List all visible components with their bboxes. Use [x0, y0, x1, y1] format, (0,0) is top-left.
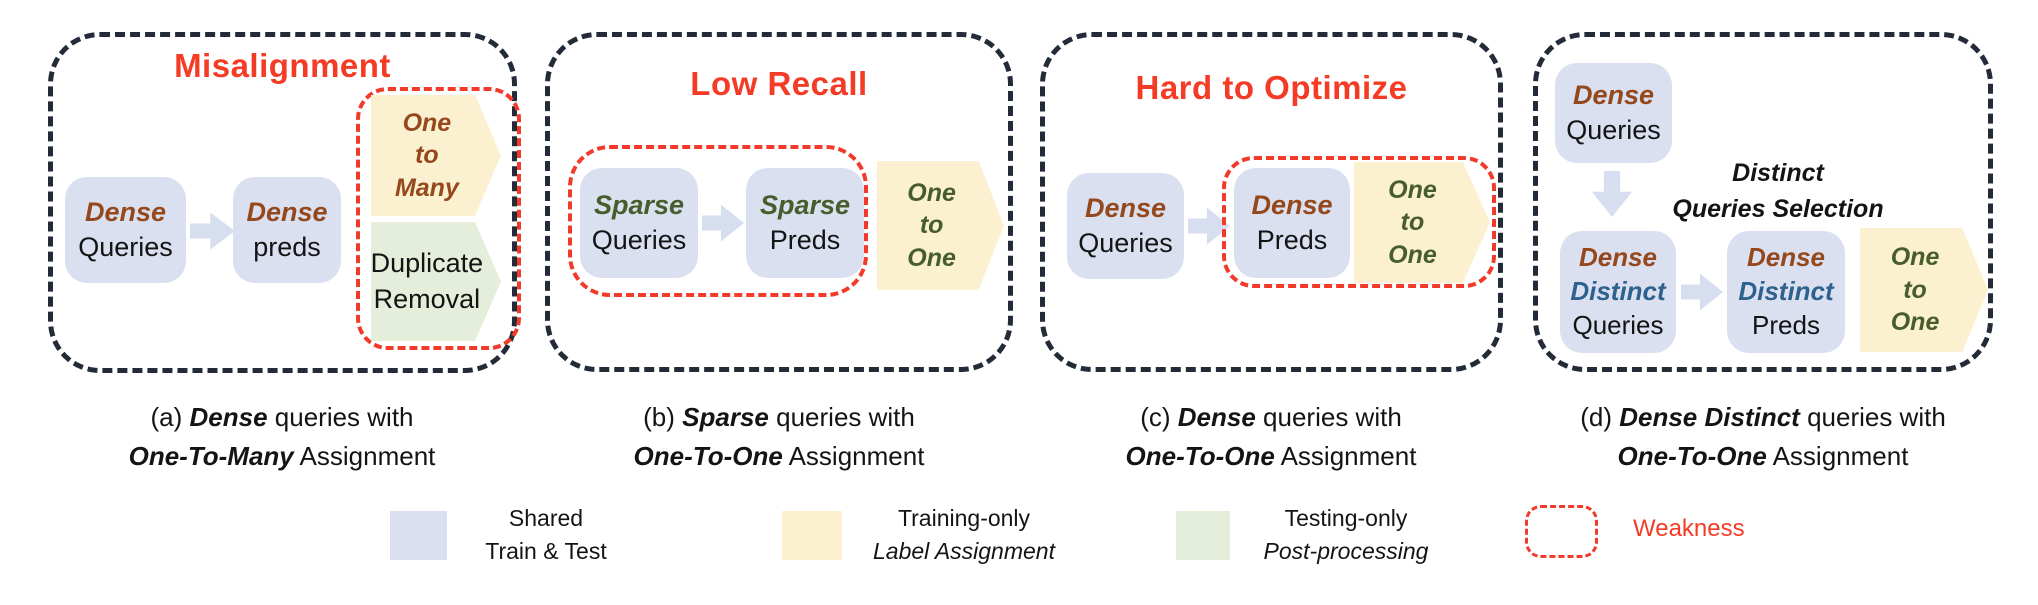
dense-preds-box: Dense preds	[233, 177, 341, 283]
one-label: One	[402, 108, 452, 137]
legend-weakness-outline	[1525, 505, 1598, 558]
to-label: to	[415, 141, 439, 170]
dense-label: Dense	[1746, 242, 1826, 273]
legend-shared-label: Shared Train & Test	[485, 505, 607, 565]
dense-label: Dense	[1572, 80, 1655, 111]
caption-d: (d) Dense Distinct queries with One-To-O…	[1580, 402, 1946, 471]
caption-a: (a) Dense queries with One-To-Many Assig…	[128, 402, 436, 471]
panel-c-dense-one-to-one: Hard to Optimize Dense Queries Dense Pre…	[1040, 32, 1503, 372]
queries-label: Queries	[1566, 115, 1661, 145]
selection-line1: Distinct	[1732, 159, 1824, 187]
panel-c-title: Hard to Optimize	[1135, 69, 1408, 106]
to-label: to	[1400, 208, 1425, 237]
legend-training-label: Training-only Label Assignment	[873, 505, 1055, 565]
one-to-one-chevron: One to One	[1860, 228, 1988, 352]
removal-label: Removal	[373, 283, 481, 314]
legend-weakness-label: Weakness	[1633, 515, 1745, 542]
panel-a-dense-one-to-many: Misalignment Dense Queries Dense preds O…	[48, 32, 521, 373]
weakness-outline-b	[568, 145, 868, 297]
dense-label: Dense	[246, 197, 328, 228]
one-label: One	[1890, 243, 1940, 272]
sparse-label: Sparse	[759, 190, 851, 221]
preds-label: Preds	[1256, 225, 1328, 255]
queries-label: Queries	[1572, 309, 1664, 340]
one-label: One	[907, 243, 956, 272]
preds-label: Preds	[769, 225, 841, 255]
one-label: One	[1388, 240, 1437, 269]
sparse-preds-box: Sparse Preds	[746, 168, 864, 278]
legend-testing-swatch	[1176, 511, 1230, 560]
sparse-queries-box: Sparse Queries	[580, 168, 698, 278]
legend-training-swatch	[782, 511, 842, 560]
distinct-label: Distinct	[1738, 276, 1834, 307]
sparse-label: Sparse	[593, 190, 685, 221]
legend-testing-label: Testing-only Post-processing	[1263, 505, 1429, 565]
dense-label: Dense	[84, 197, 167, 228]
one-to-one-chevron: One to One	[1354, 162, 1490, 283]
queries-label: Queries	[1078, 228, 1173, 258]
caption-c: (c) Dense queries with One-To-One Assign…	[1125, 402, 1417, 471]
duplicate-label: Duplicate	[370, 248, 484, 279]
duplicate-removal-chevron: Duplicate Removal	[371, 222, 501, 341]
legend-shared-swatch	[390, 511, 447, 560]
dense-preds-box: Dense Preds	[1234, 168, 1350, 278]
one-label: One	[907, 178, 956, 207]
weakness-outline-c	[1222, 156, 1496, 288]
panel-d-dense-distinct-one-to-one: Dense Queries Distinct Queries Selection…	[1533, 32, 1993, 372]
one-to-one-chevron: One to One	[877, 161, 1004, 290]
panel-a-title: Misalignment	[174, 47, 391, 84]
caption-b: (b) Sparse queries with One-To-One Assig…	[633, 402, 925, 471]
one-to-many-chevron: One to Many	[371, 95, 501, 216]
dense-label: Dense	[1084, 193, 1167, 224]
one-label: One	[1890, 308, 1940, 337]
down-arrow-icon	[1588, 171, 1636, 217]
one-label: One	[1388, 175, 1437, 204]
dense-distinct-preds-box: Dense Distinct Preds	[1727, 231, 1845, 353]
right-arrow-icon	[190, 209, 235, 253]
right-arrow-icon	[1188, 204, 1230, 248]
dense-queries-box: Dense Queries	[65, 177, 186, 283]
to-label: to	[1903, 275, 1927, 304]
distinct-queries-selection-note: Distinct Queries Selection	[1638, 155, 1918, 228]
queries-label: Queries	[591, 225, 687, 255]
dense-queries-box: Dense Queries	[1555, 63, 1672, 163]
panel-b-title: Low Recall	[690, 65, 868, 102]
panel-b-sparse-one-to-one: Low Recall Sparse Queries Sparse Preds O…	[545, 32, 1013, 372]
to-label: to	[919, 211, 944, 240]
dense-label: Dense	[1251, 190, 1333, 221]
weakness-outline-a	[356, 87, 521, 350]
dense-label: Dense	[1578, 242, 1658, 273]
dense-distinct-queries-box: Dense Distinct Queries	[1560, 231, 1676, 353]
dense-queries-box: Dense Queries	[1067, 173, 1184, 279]
right-arrow-icon	[1681, 270, 1723, 314]
preds-label: Preds	[1752, 309, 1820, 340]
preds-label: preds	[253, 232, 321, 262]
queries-label: Queries	[78, 232, 173, 262]
right-arrow-icon	[702, 201, 744, 245]
distinct-label: Distinct	[1570, 276, 1666, 307]
many-label: Many	[394, 173, 459, 202]
selection-line2: Queries Selection	[1672, 195, 1884, 224]
